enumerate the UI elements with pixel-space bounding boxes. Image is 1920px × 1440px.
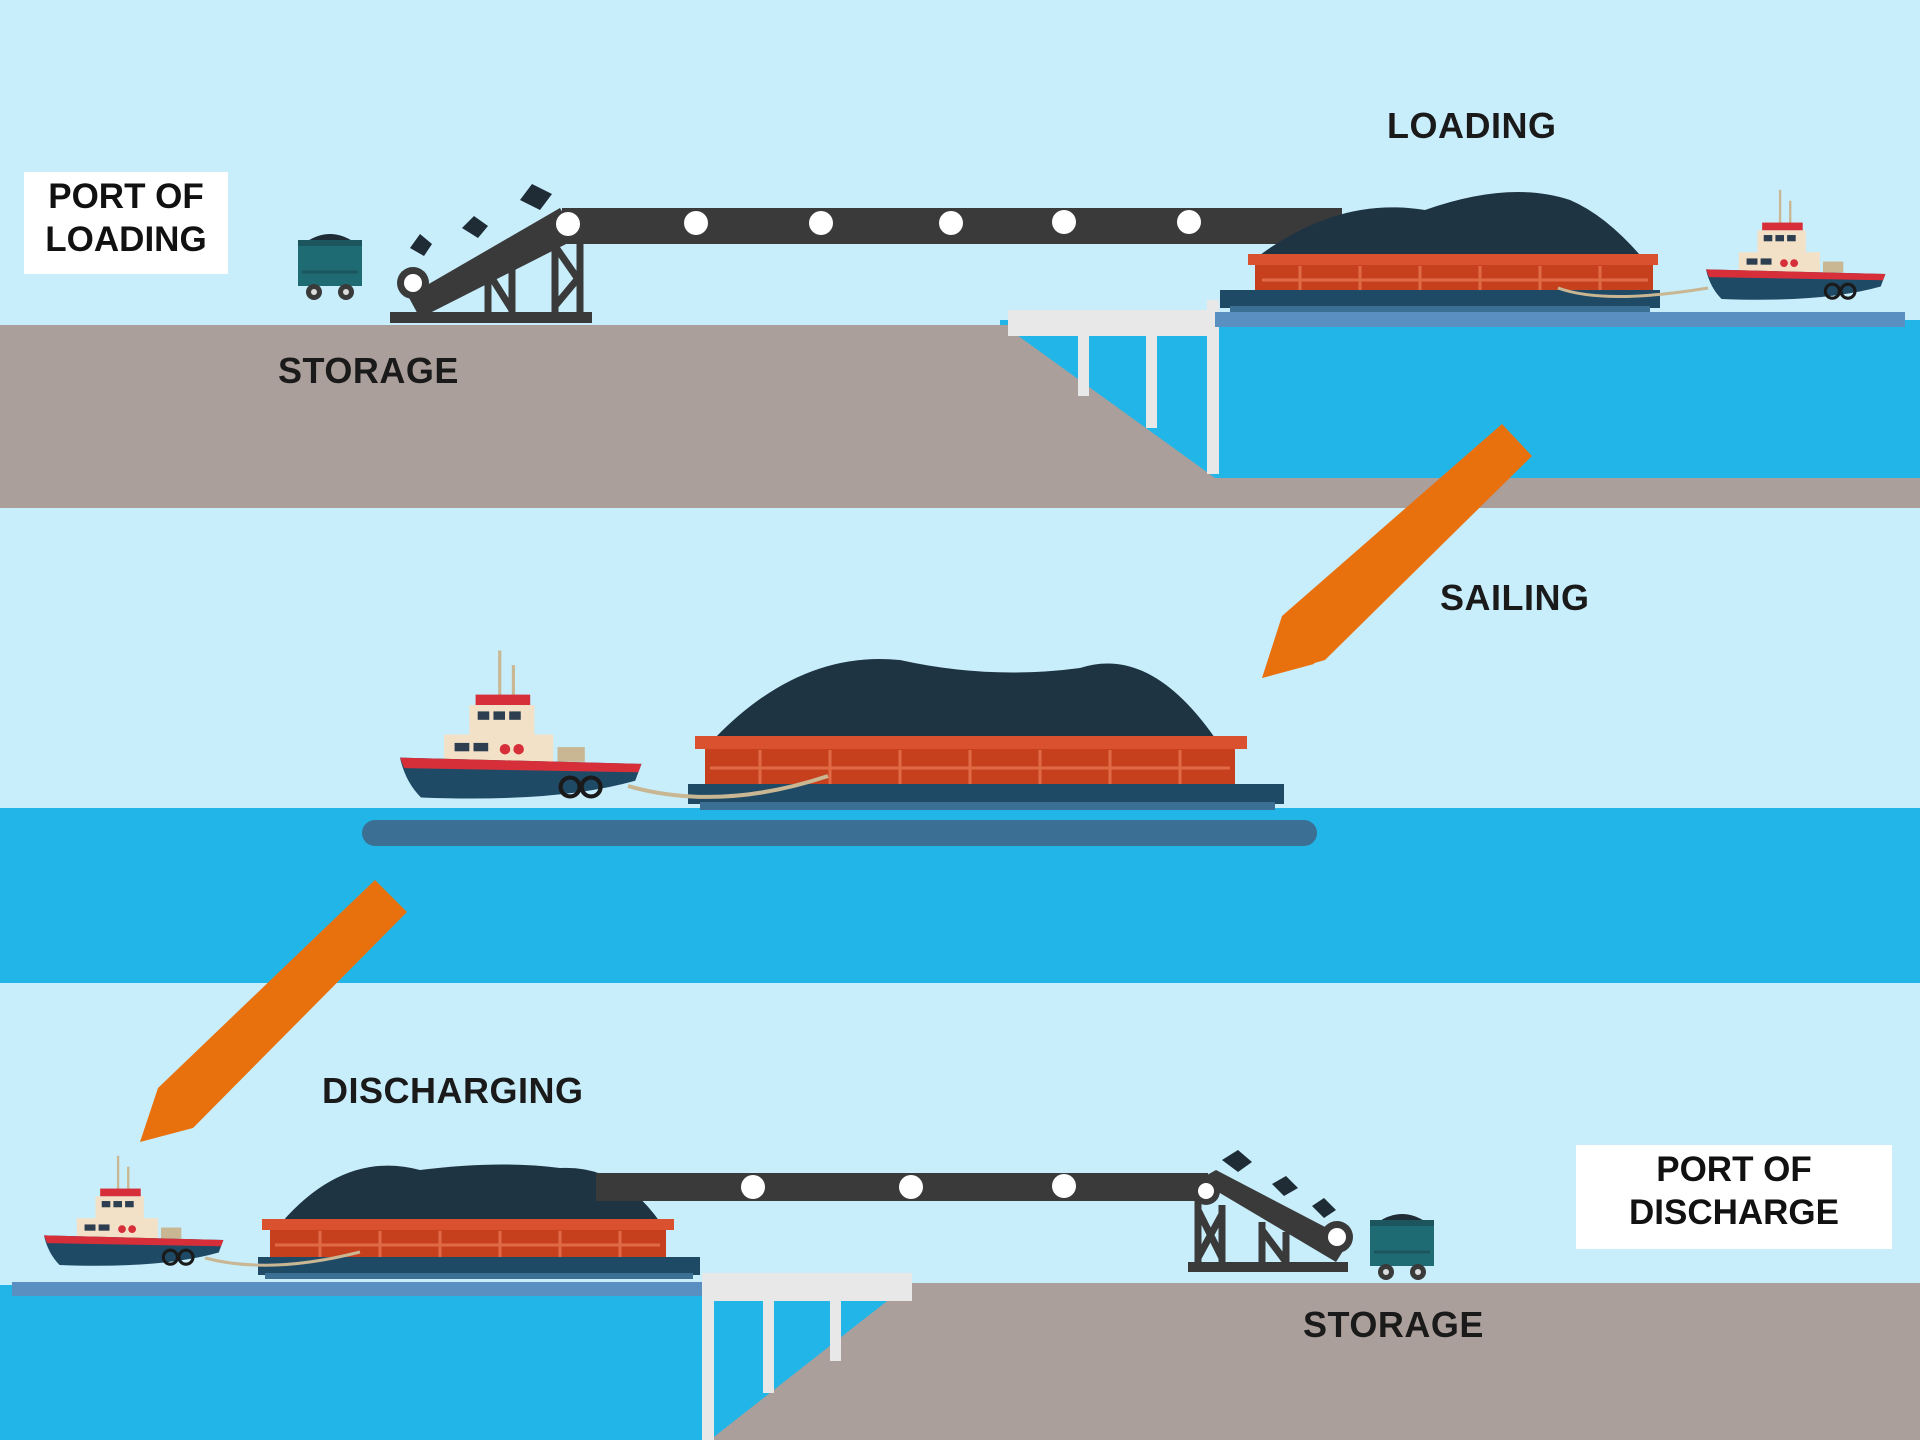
port-of-discharge-line1: PORT OF [1656,1150,1812,1189]
conveyor-top [390,184,1342,323]
storage-label-bottom: STORAGE [1303,1304,1484,1345]
water-platform-middle [362,820,1317,846]
discharging-label: DISCHARGING [322,1070,584,1111]
sailing-label: SAILING [1440,577,1590,618]
arrow-loading-to-sailing [1262,424,1532,678]
coal-barge-bottom [258,1164,700,1279]
arrow-sailing-to-discharging [140,880,407,1142]
storage-label-top: STORAGE [278,350,459,391]
coal-barge-middle [688,658,1284,810]
port-of-discharge-line2: DISCHARGE [1628,1192,1840,1232]
pier-top [1008,300,1905,474]
pier-bottom [12,1273,912,1440]
loading-label: LOADING [1387,105,1557,146]
port-of-loading-box: PORT OF LOADING [24,172,228,274]
port-of-loading-line2: LOADING [45,219,207,259]
port-of-loading-line1: PORT OF [48,177,204,216]
coal-barge-top [1220,192,1660,312]
port-of-discharge-box: PORT OF DISCHARGE [1576,1145,1892,1249]
conveyor-bottom [596,1150,1353,1272]
land-bottom [710,1283,1920,1440]
